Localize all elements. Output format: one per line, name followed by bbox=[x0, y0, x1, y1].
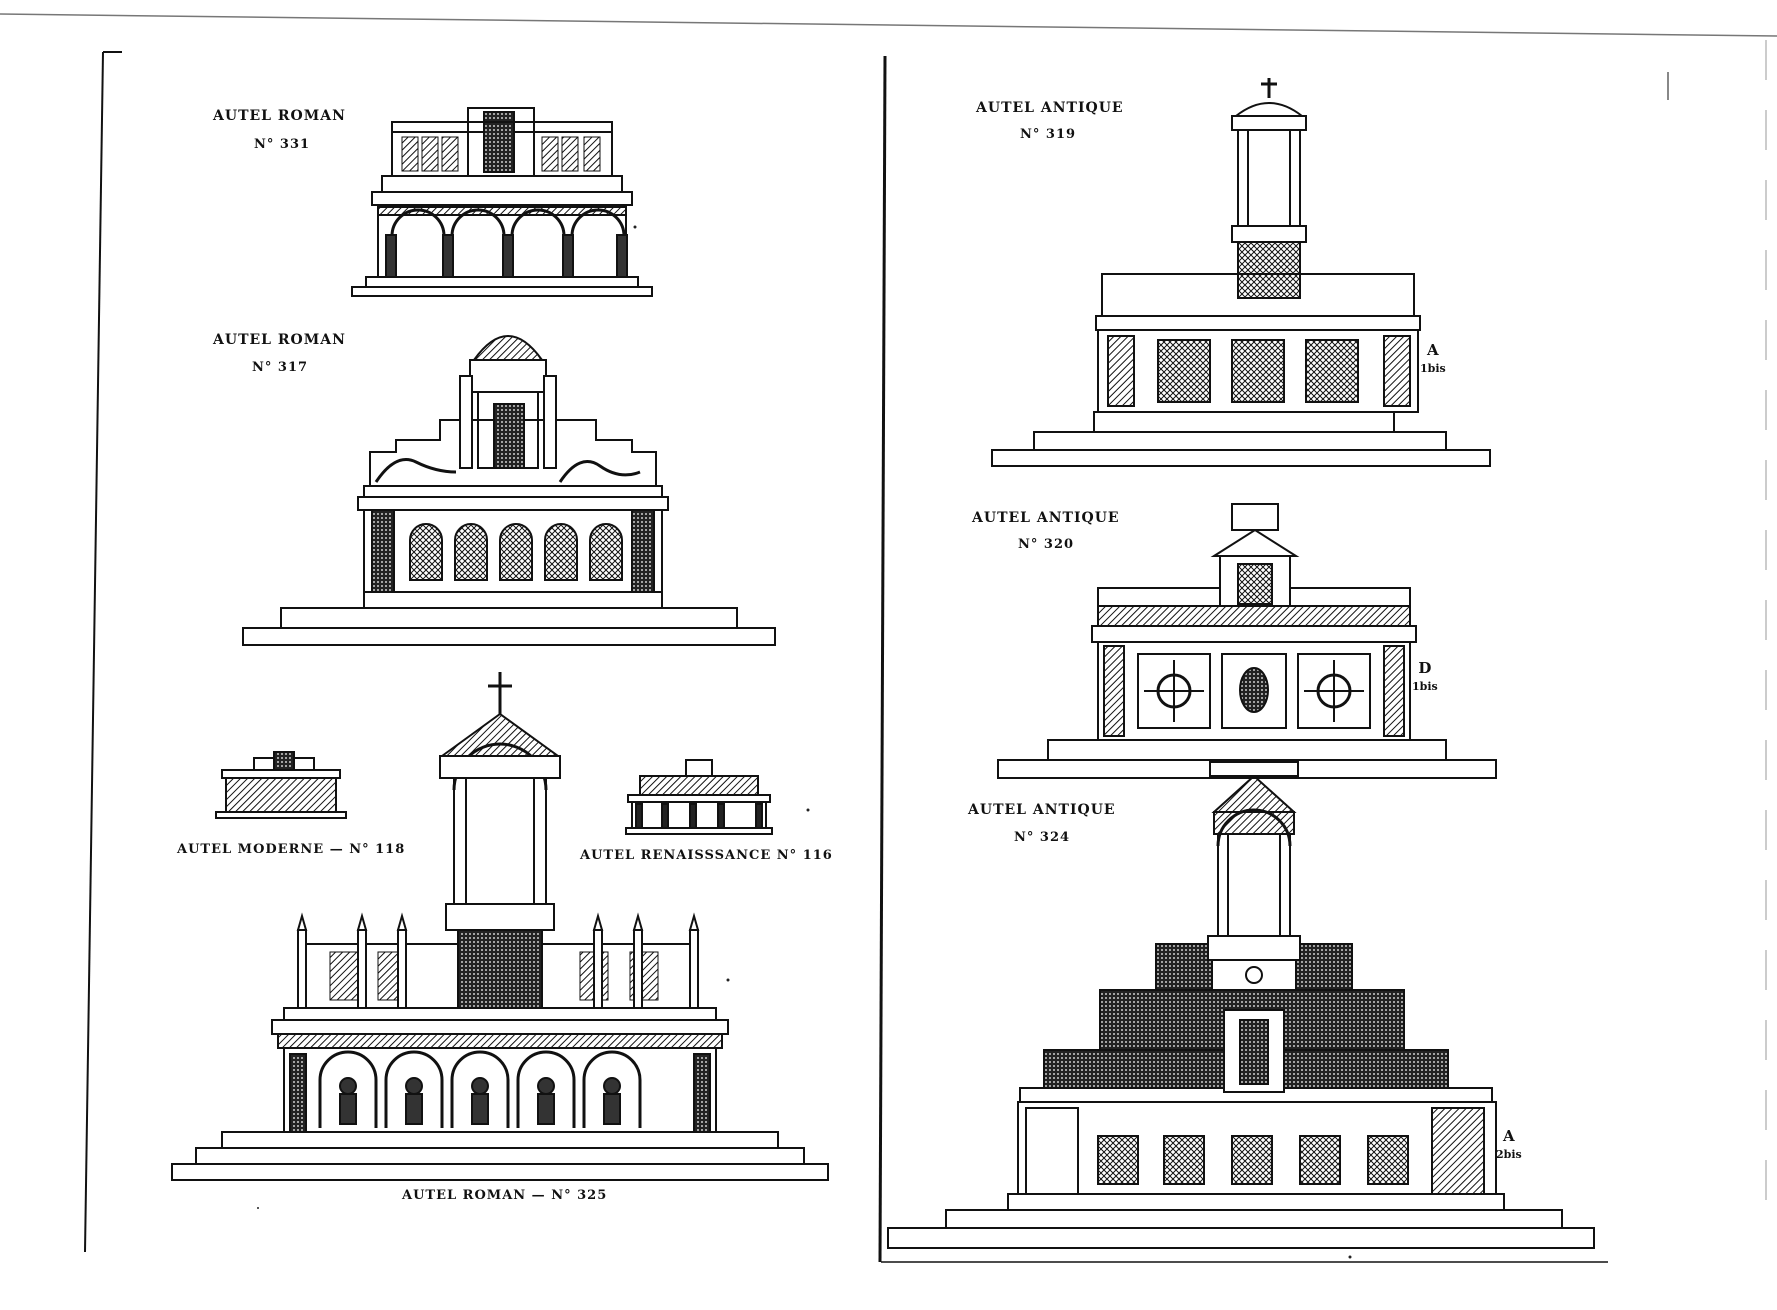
altar-320-title: AUTEL ANTIQUE bbox=[972, 510, 1120, 526]
altar-116-drawing bbox=[625, 759, 773, 835]
altar-320-mark-letter: D bbox=[1418, 659, 1432, 677]
altar-320-plate-mark: D 1bis bbox=[1412, 659, 1438, 694]
altar-324-number: N° 324 bbox=[1014, 830, 1071, 845]
altar-317-title: AUTEL ROMAN bbox=[213, 332, 346, 348]
altar-317-number: N° 317 bbox=[252, 360, 309, 375]
altar-324-mark-sub: 2bis bbox=[1496, 1148, 1522, 1161]
altar-319-plate-mark: A 1bis bbox=[1420, 341, 1446, 376]
altar-325-caption: AUTEL ROMAN — N° 325 bbox=[402, 1188, 608, 1203]
altar-320-number: N° 320 bbox=[1018, 537, 1075, 552]
altar-319-mark-letter: A bbox=[1427, 341, 1439, 359]
scan-specks bbox=[257, 225, 1352, 1259]
page-borders bbox=[0, 13, 1777, 1263]
altar-320-drawing bbox=[997, 503, 1497, 779]
altar-324-drawing bbox=[887, 761, 1595, 1249]
altar-331-drawing bbox=[351, 107, 653, 297]
altar-325-drawing bbox=[171, 672, 829, 1181]
altar-319-title: AUTEL ANTIQUE bbox=[976, 100, 1124, 116]
altar-118-drawing bbox=[215, 751, 347, 819]
altar-319-number: N° 319 bbox=[1020, 127, 1077, 142]
altar-331-number: N° 331 bbox=[254, 137, 311, 152]
altar-324-plate-mark: A 2bis bbox=[1496, 1127, 1522, 1162]
altar-319-drawing bbox=[991, 78, 1491, 467]
altar-118-caption: AUTEL MODERNE — N° 118 bbox=[177, 842, 406, 857]
altar-317-drawing bbox=[242, 335, 776, 646]
altar-116-caption: AUTEL RENAISSSANCE N° 116 bbox=[580, 848, 833, 863]
altar-324-mark-letter: A bbox=[1503, 1127, 1515, 1145]
altar-320-mark-sub: 1bis bbox=[1412, 680, 1438, 693]
altar-324-title: AUTEL ANTIQUE bbox=[968, 802, 1116, 818]
altar-319-mark-sub: 1bis bbox=[1420, 362, 1446, 375]
altar-331-title: AUTEL ROMAN bbox=[213, 108, 346, 124]
